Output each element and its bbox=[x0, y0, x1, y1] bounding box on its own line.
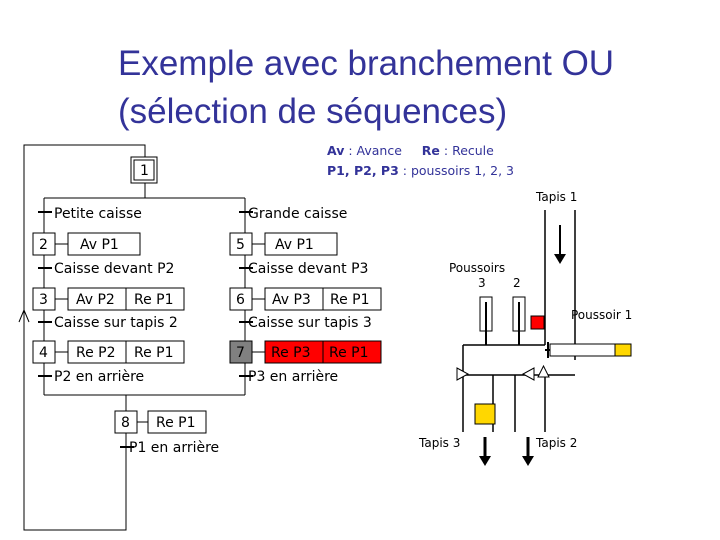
transition-petite-caisse: Petite caisse bbox=[54, 206, 142, 222]
transition-p3-en-arriere: P3 en arrière bbox=[248, 369, 338, 385]
step-5-action: Av P1 bbox=[275, 237, 314, 253]
step-5-number: 5 bbox=[236, 237, 245, 253]
step-3-action-1: Av P2 bbox=[76, 292, 115, 308]
step-7-active: 7 Re P3 Re P1 bbox=[229, 340, 382, 364]
transition-p2-en-arriere: P2 en arrière bbox=[54, 369, 144, 385]
sensor-right bbox=[521, 367, 535, 381]
poussoir-2 bbox=[512, 296, 526, 345]
legend: Av : Avance Re : Recule P1, P2, P3 : pou… bbox=[327, 141, 514, 181]
step-2-action: Av P1 bbox=[80, 237, 119, 253]
step-1: 1 bbox=[130, 156, 158, 184]
step-6-action-2: Re P1 bbox=[330, 292, 370, 308]
legend-p-text: : poussoirs 1, 2, 3 bbox=[402, 163, 514, 178]
poussoir-2-number: 2 bbox=[513, 276, 521, 290]
step-8: 8 Re P1 bbox=[114, 410, 207, 434]
poussoir-1-label: Poussoir 1 bbox=[571, 308, 632, 322]
step-7-action-1: Re P3 bbox=[271, 345, 311, 361]
transition-caisse-devant-p2: Caisse devant P2 bbox=[54, 261, 174, 277]
step-4-number: 4 bbox=[39, 345, 48, 361]
step-5: 5 Av P1 bbox=[229, 232, 338, 256]
step-1-number: 1 bbox=[140, 163, 149, 179]
caisse-red bbox=[530, 315, 545, 330]
step-4-action-2: Re P1 bbox=[134, 345, 174, 361]
step-2-number: 2 bbox=[39, 237, 48, 253]
step-6-number: 6 bbox=[236, 292, 245, 308]
step-8-number: 8 bbox=[121, 415, 130, 431]
step-6-action-1: Av P3 bbox=[272, 292, 311, 308]
tapis-2-arrow bbox=[522, 437, 534, 466]
step-7-action-2: Re P1 bbox=[329, 345, 369, 361]
tapis-3-arrow bbox=[479, 437, 491, 466]
transition-grande-caisse: Grande caisse bbox=[248, 206, 347, 222]
transition-caisse-sur-tapis-2: Caisse sur tapis 2 bbox=[54, 315, 178, 331]
poussoir-3-number: 3 bbox=[478, 276, 486, 290]
transition-caisse-sur-tapis-3: Caisse sur tapis 3 bbox=[248, 315, 372, 331]
page-title: Exemple avec branchement OU (sélection d… bbox=[118, 40, 718, 136]
sensor-top bbox=[537, 364, 550, 378]
title-line-1: Exemple avec branchement OU bbox=[118, 44, 615, 83]
caisse-yellow bbox=[474, 403, 496, 425]
legend-re-key: Re bbox=[421, 143, 440, 158]
legend-av-text: : Avance bbox=[348, 143, 402, 158]
tapis-1-label: Tapis 1 bbox=[535, 190, 577, 204]
legend-p-key: P1, P2, P3 bbox=[327, 163, 399, 178]
poussoir-1 bbox=[545, 342, 632, 358]
transition-p1-en-arriere: P1 en arrière bbox=[129, 440, 219, 456]
step-8-action: Re P1 bbox=[156, 415, 196, 431]
poussoir-3 bbox=[479, 296, 493, 345]
step-3: 3 Av P2 Re P1 bbox=[32, 287, 185, 311]
title-line-2: (sélection de séquences) bbox=[118, 92, 508, 131]
legend-re-text: : Recule bbox=[443, 143, 494, 158]
step-3-number: 3 bbox=[39, 292, 48, 308]
tapis-2-label: Tapis 2 bbox=[535, 436, 577, 450]
legend-line-2: P1, P2, P3 : poussoirs 1, 2, 3 bbox=[327, 161, 514, 181]
loop-back-line bbox=[18, 144, 146, 531]
tapis-3-label: Tapis 3 bbox=[418, 436, 460, 450]
step-7-number: 7 bbox=[236, 345, 245, 361]
step-4-action-1: Re P2 bbox=[76, 345, 116, 361]
step-2: 2 Av P1 bbox=[32, 232, 141, 256]
legend-av-key: Av bbox=[327, 143, 345, 158]
step-6: 6 Av P3 Re P1 bbox=[229, 287, 382, 311]
poussoirs-label: Poussoirs bbox=[449, 261, 505, 275]
legend-line-1: Av : Avance Re : Recule bbox=[327, 141, 514, 161]
transition-caisse-devant-p3: Caisse devant P3 bbox=[248, 261, 368, 277]
tapis-1-arrow bbox=[554, 225, 566, 264]
step-3-action-2: Re P1 bbox=[134, 292, 174, 308]
step-4: 4 Re P2 Re P1 bbox=[32, 340, 185, 364]
sensor-left bbox=[456, 367, 470, 381]
